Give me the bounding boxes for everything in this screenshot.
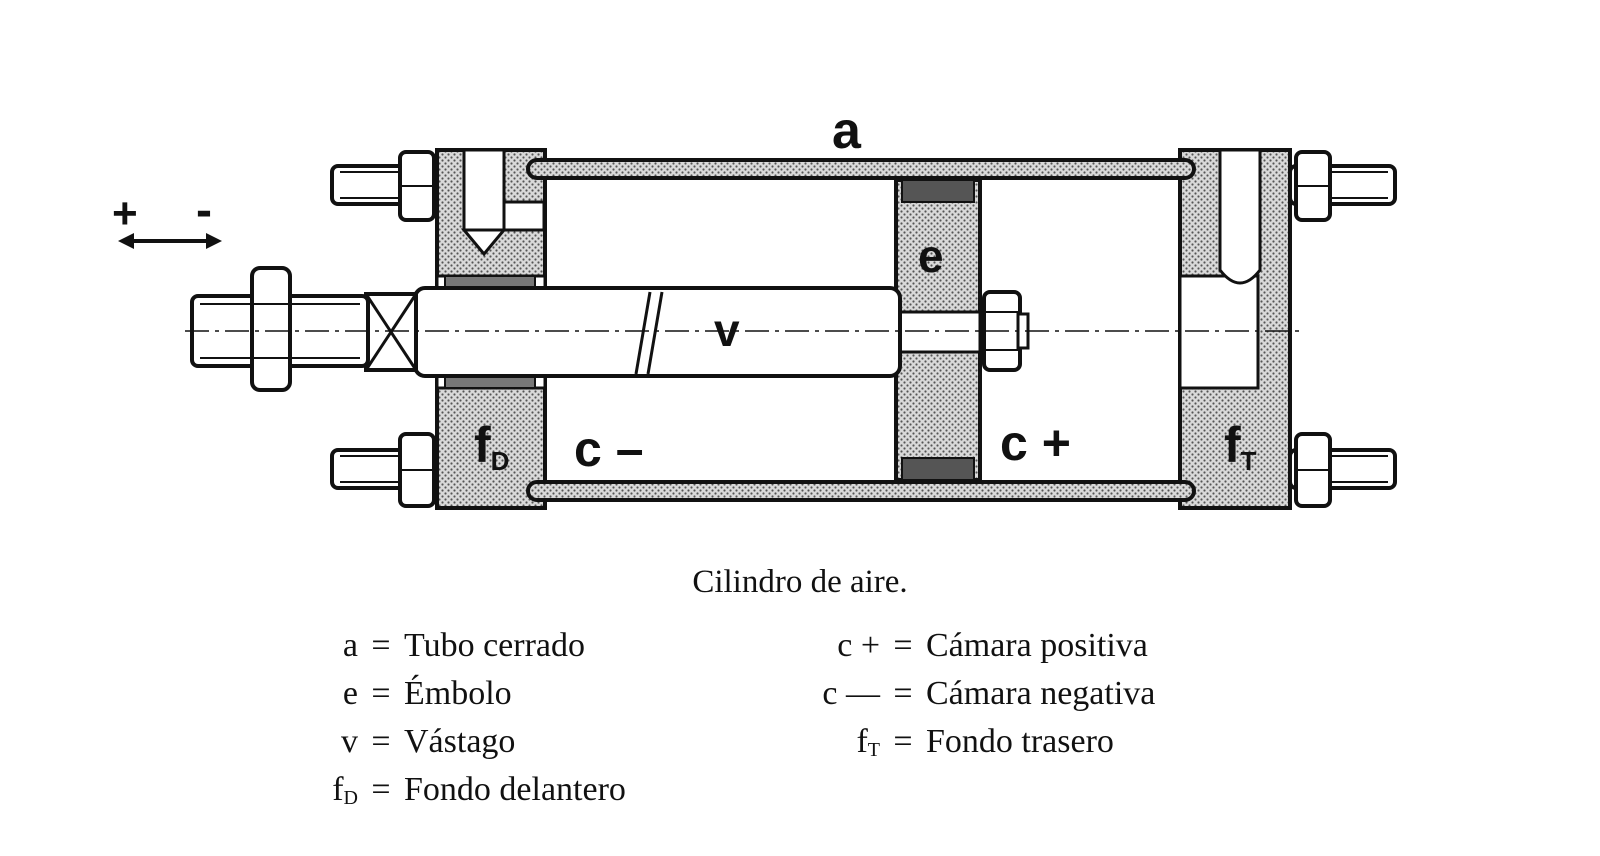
air-cylinder-diagram: + - a e v c – c + fD fT	[112, 102, 1397, 510]
legend-equals: =	[371, 771, 391, 808]
legend-symbol: c +	[837, 627, 880, 664]
legend-equals: =	[371, 675, 391, 712]
label-f-d-base: f	[474, 417, 491, 473]
label-f-d-sub: D	[491, 446, 510, 476]
legend-item: e = Émbolo	[300, 674, 626, 722]
legend-text: Cámara negativa	[926, 675, 1156, 712]
legend-item: v = Vástago	[300, 722, 626, 770]
legend-symbol: fT	[856, 723, 880, 761]
legend-symbol: a	[342, 627, 358, 664]
legend-item: c — = Cámara negativa	[820, 674, 1155, 722]
label-c-minus: c –	[574, 421, 644, 477]
legend-text: Tubo cerrado	[404, 627, 585, 664]
label-a: a	[832, 102, 862, 160]
legend-text: Fondo trasero	[926, 723, 1114, 760]
legend-equals: =	[371, 723, 391, 760]
tie-rod-nuts	[398, 150, 1332, 508]
direction-plus-label: +	[112, 189, 138, 238]
legend-equals: =	[893, 627, 913, 664]
legend-left: a = Tubo cerrado e = Émbolo v = Vástago …	[300, 626, 626, 818]
label-f-t-base: f	[1224, 417, 1241, 473]
legend-symbol: e	[342, 675, 358, 712]
legend-right: c + = Cámara positiva c — = Cámara negat…	[820, 626, 1155, 770]
direction-minus-label: -	[196, 184, 212, 237]
legend-symbol: fD	[332, 771, 358, 809]
legend-text: Émbolo	[404, 675, 512, 712]
legend-symbol: c —	[822, 675, 880, 712]
legend-equals: =	[893, 723, 913, 760]
legend-item: c + = Cámara positiva	[820, 626, 1155, 674]
legend-symbol: v	[341, 723, 358, 760]
legend-text: Cámara positiva	[926, 627, 1148, 664]
legend-item: a = Tubo cerrado	[300, 626, 626, 674]
label-e: e	[918, 230, 944, 282]
legend-item: fT = Fondo trasero	[820, 722, 1155, 770]
label-f-t: fT	[1224, 417, 1257, 476]
cylinder-tube	[526, 158, 1196, 502]
label-f-d: fD	[474, 417, 509, 476]
rear-end-cap	[1178, 148, 1292, 510]
legend-equals: =	[371, 627, 391, 664]
label-v: v	[714, 304, 740, 356]
legend-equals: =	[893, 675, 913, 712]
legend-text: Vástago	[404, 723, 516, 760]
legend-item: fD = Fondo delantero	[300, 770, 626, 818]
figure-caption: Cilindro de aire.	[692, 564, 908, 600]
legend-text: Fondo delantero	[404, 771, 626, 808]
piston	[894, 178, 982, 482]
label-c-plus: c +	[1000, 415, 1071, 471]
direction-arrow: + -	[112, 184, 222, 249]
label-f-t-sub: T	[1241, 446, 1257, 476]
